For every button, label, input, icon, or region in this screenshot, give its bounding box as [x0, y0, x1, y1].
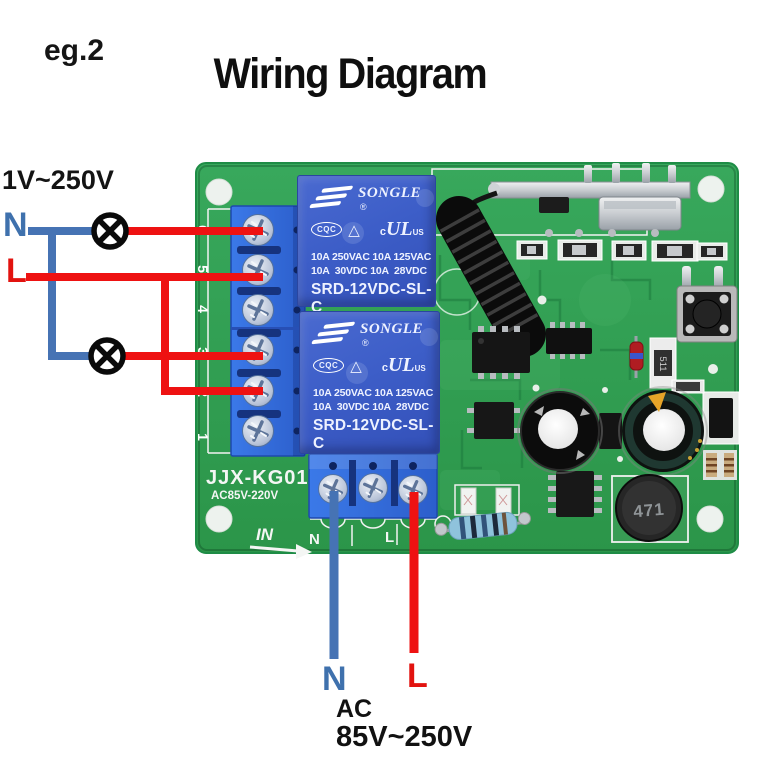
ic-soic8-c [548, 471, 602, 517]
relay-rating-2: 10A 30VDC 10A 28VDC [313, 401, 429, 413]
relay-part-number: SRD-12VDC-SL-C [313, 417, 434, 452]
relay-rating-1: 10A 250VAC 10A 125VAC [313, 387, 434, 399]
cqc-mark: CQC [311, 222, 343, 237]
in-neutral-label: N [309, 531, 320, 548]
relay-rating-1: 10A 250VAC 10A 125VAC [311, 251, 432, 263]
smd-resistor-row [516, 239, 728, 262]
inductor: 471 [611, 474, 689, 543]
triangle-mark-icon: △ [348, 221, 360, 239]
push-button[interactable] [676, 266, 738, 343]
lamp-icon-2 [91, 340, 123, 372]
lamp-icon-1 [94, 215, 126, 247]
in-label: IN [256, 525, 274, 544]
board-model: JJX-KG01 [206, 467, 309, 489]
ul-c: c [381, 362, 388, 374]
relay-mold-mark [420, 328, 438, 346]
input-voltage-label: 1V~250V [2, 165, 114, 195]
relay-brand: SONGLE [360, 321, 424, 337]
zener-diode [629, 336, 644, 378]
ic-soic8-a [472, 326, 530, 379]
supply-live-label: L [407, 657, 428, 695]
input-live-label: L [6, 252, 27, 290]
songle-logo-icon [308, 185, 354, 213]
ul-us: US [412, 228, 424, 237]
rf-pins [584, 163, 676, 183]
film-pads [460, 487, 512, 515]
ul-us: US [414, 364, 426, 373]
terminal-number-4: 4 [195, 305, 211, 313]
rf-smd-chip [539, 197, 569, 213]
ul-c: c [379, 226, 386, 238]
terminal-number-3: 3 [195, 347, 211, 355]
terminal-number-1: 1 [195, 433, 211, 441]
in-arrow-icon [249, 544, 312, 559]
relay-mold-mark [342, 222, 364, 244]
smd-resistor-511: 511 [649, 337, 677, 389]
registered-mark: ® [360, 202, 367, 212]
small-resistors-bottom-right [703, 450, 737, 480]
rf-metal-bar [490, 181, 691, 199]
transistor-sot-a [599, 413, 622, 449]
wire-live-left [26, 227, 263, 395]
input-neutral-label: N [3, 206, 28, 244]
songle-logo-icon [310, 321, 356, 349]
board-voltage-range: AC85V-220V [211, 490, 278, 502]
example-label: eg.2 [44, 34, 105, 67]
antenna-coil [436, 190, 546, 357]
supply-ac-label: AC [336, 695, 373, 723]
capacitor-1 [517, 388, 603, 474]
ic-chip-b [546, 322, 592, 359]
mounting-holes [205, 175, 725, 533]
relay-mold-mark [416, 189, 434, 207]
inductor-label: 471 [633, 500, 666, 522]
bridge-rectifier [467, 402, 520, 439]
supply-neutral-label: N [322, 660, 347, 698]
resistor-511-label: 511 [657, 356, 668, 371]
relay-part-number: SRD-12VDC-SL-C [311, 281, 432, 316]
rf-receiver-module [488, 163, 691, 237]
supply-voltage-range: 85V~250V [336, 721, 473, 753]
terminal-block-left [230, 205, 306, 457]
ul-logo: UL [387, 354, 415, 376]
terminal-number-5: 5 [195, 265, 211, 273]
board-silkscreen-text: JJX-KG01 AC85V-220V IN N L [206, 467, 394, 548]
ul-logo: UL [385, 218, 413, 240]
wire-neutral-left [28, 227, 94, 360]
smd-pad-small [671, 379, 705, 394]
capacitor-2 [618, 386, 708, 476]
registered-mark: ® [362, 338, 369, 348]
terminal-block-bottom [308, 453, 438, 519]
relay-brand: SONGLE [358, 185, 422, 201]
page-title: Wiring Diagram [213, 50, 488, 98]
transistor-sot-b [702, 391, 740, 445]
relay-mold-mark [346, 362, 368, 384]
relay-rating-2: 10A 30VDC 10A 28VDC [311, 265, 427, 277]
cqc-mark: CQC [313, 358, 345, 373]
in-live-label: L [385, 529, 394, 546]
triangle-mark-icon: △ [350, 357, 362, 375]
axial-resistor [434, 511, 531, 540]
